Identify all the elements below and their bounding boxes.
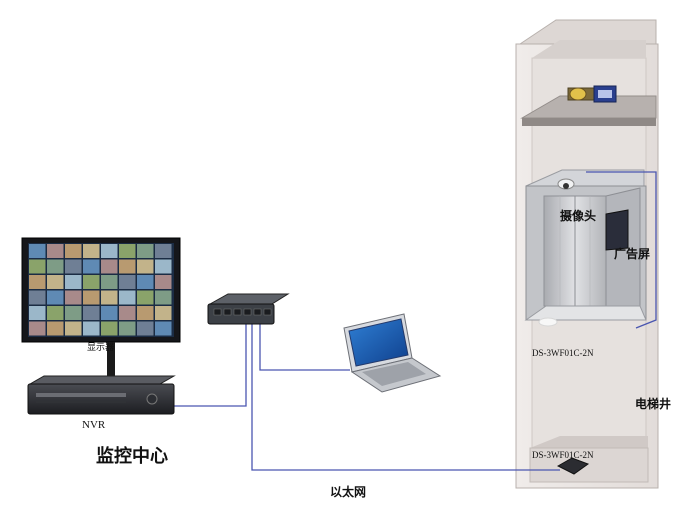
camera-feed-tile	[137, 306, 154, 320]
monitoring-center-label: 监控中心	[96, 446, 168, 467]
camera-feed-tile	[47, 290, 64, 305]
camera-feed-tile	[29, 244, 46, 258]
ad-screen-label: 广告屏	[614, 247, 651, 261]
camera-feed-tile	[83, 259, 100, 274]
camera-feed-tile	[65, 321, 82, 336]
camera-feed-tile	[155, 275, 172, 289]
camera-feed-tile	[137, 290, 154, 305]
camera-feed-tile	[47, 306, 64, 320]
camera-label: 摄像头	[560, 209, 597, 223]
camera-feed-tile	[65, 275, 82, 289]
camera-feed-tile	[137, 244, 154, 258]
camera-feed-tile	[119, 321, 136, 336]
camera-feed-tile	[83, 306, 100, 320]
camera-feed-tile	[101, 244, 118, 258]
camera-feed-tile	[137, 275, 154, 289]
camera-feed-tile	[155, 290, 172, 305]
camera-feed-tile	[65, 306, 82, 320]
camera-feed-tile	[47, 321, 64, 336]
camera-feed-tile	[101, 321, 118, 336]
camera-feed-tile	[83, 321, 100, 336]
camera-feed-tile	[29, 321, 46, 336]
camera-feed-tile	[155, 244, 172, 258]
camera-feed-tile	[119, 275, 136, 289]
elevator-car	[524, 169, 647, 327]
camera-feed-tile	[47, 275, 64, 289]
camera-feed-tile	[119, 290, 136, 305]
camera-feed-tile	[155, 321, 172, 336]
camera-feed-tile	[29, 290, 46, 305]
monitor-icon	[21, 237, 181, 380]
laptop-icon	[343, 313, 442, 393]
camera-feed-tile	[101, 275, 118, 289]
camera-feed-tile	[83, 244, 100, 258]
camera-feed-tile	[155, 306, 172, 320]
traction-machine	[567, 85, 617, 103]
cables	[172, 171, 657, 471]
camera-feed-tile	[65, 244, 82, 258]
camera-feed-tile	[119, 259, 136, 274]
camera-feed-tile	[47, 259, 64, 274]
camera-feed-tile	[101, 290, 118, 305]
bottom-bridge-device	[556, 457, 590, 475]
camera-feed-tile	[29, 275, 46, 289]
camera-feed-tile	[65, 290, 82, 305]
camera-feed-tile	[29, 306, 46, 320]
camera-feed-tile	[83, 275, 100, 289]
switch-icon	[207, 293, 290, 325]
camera-feed-tile	[83, 290, 100, 305]
nvr-label: NVR	[82, 419, 106, 431]
camera-feed-tile	[47, 244, 64, 258]
ad-screen	[605, 209, 629, 251]
elevator-shaft-label: 电梯井	[635, 397, 672, 411]
camera-feed-tile	[101, 259, 118, 274]
camera-feed-tile	[29, 259, 46, 274]
monitor-label: 显示器	[87, 343, 115, 353]
dome-camera-icon	[557, 178, 575, 190]
camera-feed-tile	[65, 259, 82, 274]
ethernet-label: 以太网	[330, 485, 367, 499]
camera-feed-tile	[101, 306, 118, 320]
nvr-icon	[27, 375, 176, 415]
device-bottom-label: DS-3WF01C-2N	[532, 450, 594, 460]
camera-feed-tile	[155, 259, 172, 274]
camera-feed-tile	[137, 321, 154, 336]
camera-feed-tile	[137, 259, 154, 274]
camera-feed-tile	[119, 244, 136, 258]
device-top-label: DS-3WF01C-2N	[532, 348, 594, 358]
camera-feed-tile	[119, 306, 136, 320]
